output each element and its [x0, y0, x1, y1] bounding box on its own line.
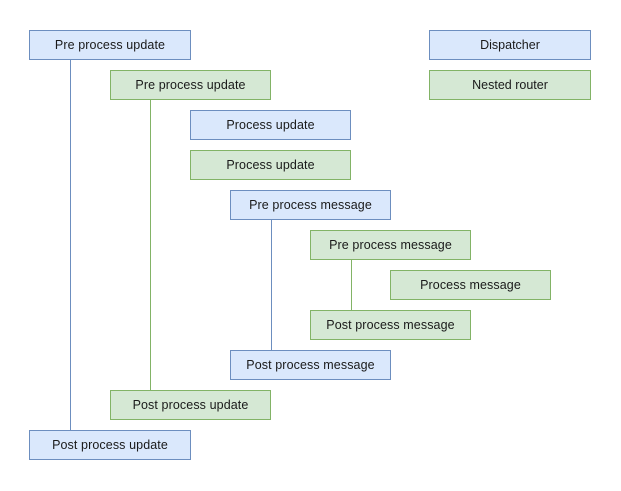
connector-line-edge-nested-inner: [351, 260, 352, 310]
node-pre-process-message-nested[interactable]: Pre process message: [310, 230, 471, 260]
node-post-process-update-dispatcher[interactable]: Post process update: [29, 430, 191, 460]
connector-line-edge-dispatcher-inner: [271, 220, 272, 350]
node-process-update-dispatcher[interactable]: Process update: [190, 110, 351, 140]
legend-dispatcher[interactable]: Dispatcher: [429, 30, 591, 60]
node-label: Post process message: [246, 357, 375, 372]
node-label: Post process update: [52, 437, 168, 452]
node-pre-process-update-nested[interactable]: Pre process update: [110, 70, 271, 100]
legend-nested[interactable]: Nested router: [429, 70, 591, 100]
node-pre-process-update-dispatcher[interactable]: Pre process update: [29, 30, 191, 60]
node-pre-process-message-dispatcher[interactable]: Pre process message: [230, 190, 391, 220]
node-post-process-message-nested[interactable]: Post process message: [310, 310, 471, 340]
connector-line-edge-nested-outer: [150, 100, 151, 390]
node-post-process-message-dispatcher[interactable]: Post process message: [230, 350, 391, 380]
node-label: Pre process update: [135, 77, 246, 92]
node-label: Process update: [226, 157, 315, 172]
node-label: Pre process message: [249, 197, 372, 212]
legend-label: Dispatcher: [480, 37, 540, 52]
legend-label: Nested router: [472, 77, 548, 92]
node-process-update-nested[interactable]: Process update: [190, 150, 351, 180]
node-label: Post process message: [326, 317, 455, 332]
node-label: Process update: [226, 117, 315, 132]
connector-line-edge-dispatcher-outer: [70, 60, 71, 430]
node-post-process-update-nested[interactable]: Post process update: [110, 390, 271, 420]
node-label: Process message: [420, 277, 521, 292]
node-label: Post process update: [132, 397, 249, 412]
node-label: Pre process message: [329, 237, 452, 252]
node-label: Pre process update: [54, 37, 166, 52]
node-process-message-nested[interactable]: Process message: [390, 270, 551, 300]
